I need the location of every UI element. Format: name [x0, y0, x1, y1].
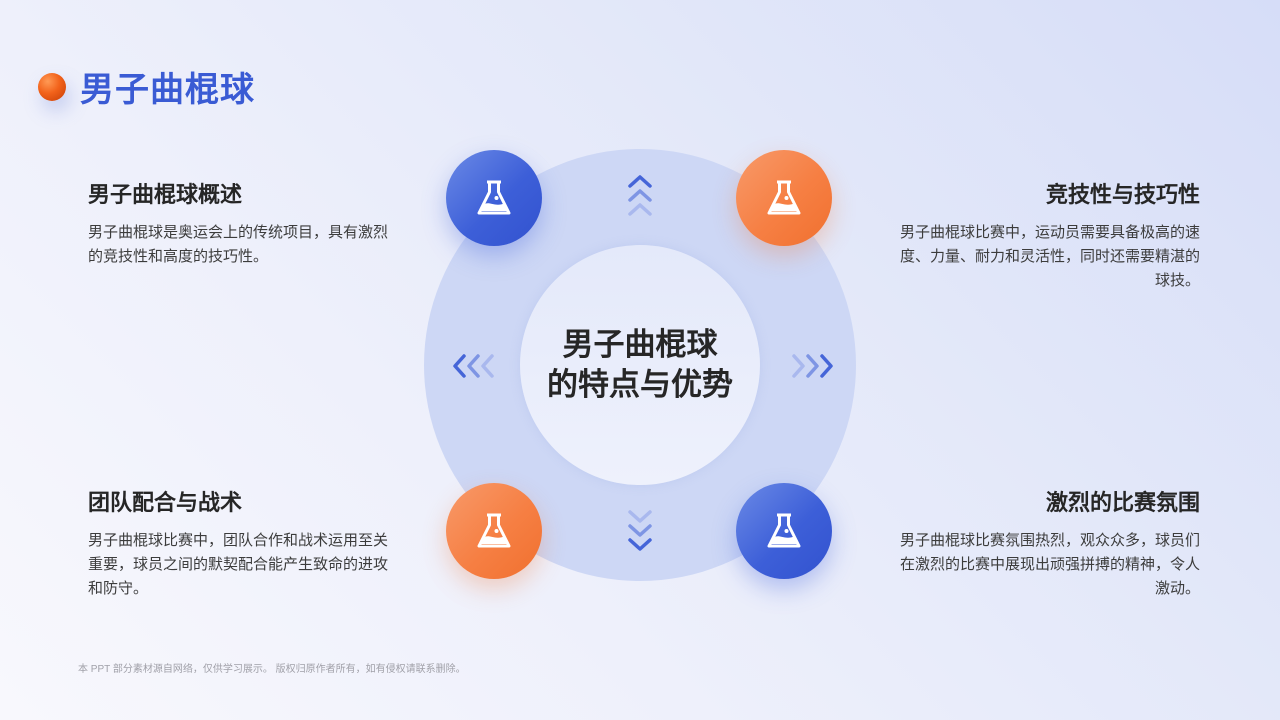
section-title: 团队配合与战术 [88, 490, 243, 515]
node-teamwork [446, 483, 542, 579]
flask-icon [477, 513, 511, 548]
section-teamwork: 团队配合与战术 男子曲棍球比赛中，团队合作和战术运用至关重要，球员之间的默契配合… [88, 485, 388, 601]
section-competitiveness: 竞技性与技巧性 男子曲棍球比赛中，运动员需要具备极高的速度、力量、耐力和灵活性，… [900, 177, 1200, 293]
section-body: 男子曲棍球是奥运会上的传统项目，具有激烈的竞技性和高度的技巧性。 [88, 224, 389, 265]
section-overview: 男子曲棍球概述 男子曲棍球是奥运会上的传统项目，具有激烈的竞技性和高度的技巧性。 [88, 177, 388, 269]
node-atmosphere [736, 483, 832, 579]
center-title-line2: 的特点与优势 [547, 367, 733, 402]
section-body: 男子曲棍球比赛氛围热烈，观众众多，球员们在激烈的比赛中展现出顽强拼搏的精神，令人… [900, 532, 1201, 597]
footer-disclaimer: 本 PPT 部分素材源自网络，仅供学习展示。 版权归原作者所有，如有侵权请联系删… [78, 664, 466, 675]
section-title: 男子曲棍球概述 [88, 182, 243, 207]
flask-icon [767, 513, 801, 548]
center-title-line1: 男子曲棍球 [562, 327, 718, 362]
slide-header: 男子曲棍球 [38, 62, 255, 111]
node-competitiveness [736, 150, 832, 246]
chevron-down-icon [628, 510, 652, 551]
flask-icon [767, 180, 801, 215]
section-body: 男子曲棍球比赛中，团队合作和战术运用至关重要，球员之间的默契配合能产生致命的进攻… [88, 532, 389, 597]
section-title: 激烈的比赛氛围 [1045, 490, 1200, 515]
section-body: 男子曲棍球比赛中，运动员需要具备极高的速度、力量、耐力和灵活性，同时还需要精湛的… [900, 224, 1201, 289]
chevron-right-icon [792, 354, 833, 378]
section-atmosphere: 激烈的比赛氛围 男子曲棍球比赛氛围热烈，观众众多，球员们在激烈的比赛中展现出顽强… [900, 485, 1200, 601]
node-overview [446, 150, 542, 246]
chevron-up-icon [628, 175, 652, 216]
center-circle: 男子曲棍球 的特点与优势 [520, 245, 760, 485]
orange-ball-icon [38, 72, 66, 101]
chevron-left-icon [453, 354, 494, 378]
slide-title: 男子曲棍球 [80, 71, 255, 109]
flask-icon [477, 180, 511, 215]
section-title: 竞技性与技巧性 [1045, 182, 1200, 207]
